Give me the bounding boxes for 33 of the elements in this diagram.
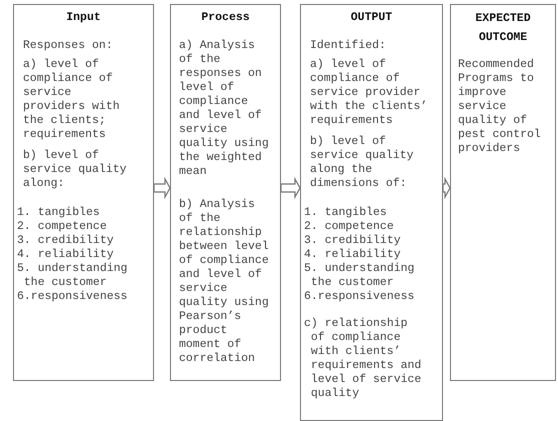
column-box <box>170 4 281 381</box>
column-box <box>13 4 154 381</box>
list-item: 1. tangibles <box>17 206 101 220</box>
list-item: 3. credibility <box>17 234 115 248</box>
list-item: 4. reliability <box>17 248 115 262</box>
body-text: Identified: <box>310 39 387 53</box>
list-item: 6.responsiveness <box>17 290 128 304</box>
block-arrow <box>442 176 451 200</box>
column-box <box>300 4 443 421</box>
body-text: a) level of compliance of service providers with the clients; requirements <box>23 58 121 142</box>
body-text: b) level of service quality along: <box>23 149 128 191</box>
list-item: 2. competence <box>304 220 395 234</box>
block-arrow <box>280 176 301 200</box>
list-item: 5. understanding the customer <box>304 262 416 290</box>
column-heading: Process <box>200 11 251 25</box>
list-item: c) relationship of compliance with clients’ requirements and level of service quality <box>304 317 422 401</box>
list-item: 2. competence <box>17 220 108 234</box>
list-item: 1. tangibles <box>304 206 388 220</box>
body-text: Responses on: <box>23 39 114 53</box>
column-heading: Input <box>65 11 102 25</box>
column-heading: EXPECTED OUTCOME <box>474 11 532 46</box>
body-text: Recommended Programs to improve service quality of pest control providers <box>458 58 542 156</box>
block-arrow <box>153 176 171 200</box>
body-text: a) level of compliance of service provider with the clients’ requirements <box>310 58 428 128</box>
column-box <box>450 4 556 381</box>
body-text: a) Analysis of the responses on level of compliance and level of service quality using the weighted mean <box>179 39 270 179</box>
column-heading: OUTPUT <box>350 11 394 25</box>
body-text: b) Analysis of the relationship between level of compliance and level of service quality using Pearson’s product moment of correlation <box>179 198 270 366</box>
list-item: 3. credibility <box>304 234 402 248</box>
list-item: 6.responsiveness <box>304 290 416 304</box>
list-item: 4. reliability <box>304 248 402 262</box>
body-text: b) level of service quality along the dimensions of: <box>310 135 415 191</box>
list-item: 5. understanding the customer <box>17 262 128 290</box>
